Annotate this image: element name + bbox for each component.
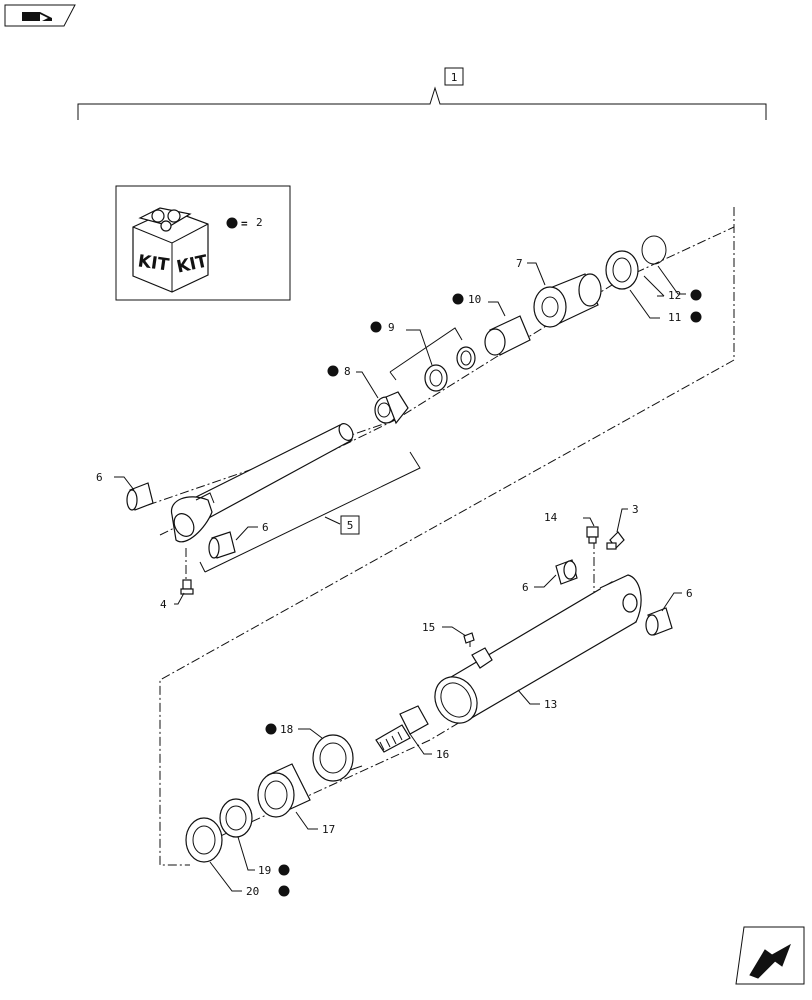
callout-8: 8 [344, 365, 351, 378]
assembly-outline-dash [159, 207, 735, 866]
subassembly-bracket: 5 [199, 451, 421, 573]
callout-9: 9 [388, 321, 395, 334]
callout-17: 17 [322, 823, 335, 836]
kit-legend-box: KIT KIT = 2 [115, 185, 291, 301]
next-page-icon[interactable] [735, 926, 805, 985]
backup-ring-11 [605, 250, 639, 290]
assembly-ref-label: 1 [451, 71, 458, 84]
kit-dot-10 [452, 293, 464, 305]
callout-16: 16 [436, 748, 449, 761]
callout-15: 15 [422, 621, 435, 634]
bolt-16 [375, 705, 429, 753]
ring-18 [312, 734, 363, 782]
kit-word-left: KIT [137, 251, 171, 275]
callout-6-rod-right: 6 [262, 521, 269, 534]
kit-dot-12 [690, 289, 702, 301]
callout-3: 3 [632, 503, 639, 516]
callout-20: 20 [246, 885, 259, 898]
assembly-ref-box: 1 [444, 67, 464, 86]
o-ring-12 [641, 235, 667, 265]
callout-6-barrel-left: 6 [522, 581, 529, 594]
kit-dot-9 [370, 321, 382, 333]
wear-ring-20 [185, 817, 223, 863]
callout-12: 12 [668, 289, 681, 302]
previous-page-icon[interactable] [4, 4, 76, 27]
piston-rod [170, 423, 354, 543]
seal-9b [456, 346, 476, 370]
seal-9-bracket [389, 327, 463, 381]
assembly-bracket [77, 86, 767, 120]
callout-14: 14 [544, 511, 558, 524]
callout-13: 13 [544, 698, 557, 711]
kit-bullet-dot [226, 217, 238, 229]
callout-18: 18 [280, 723, 293, 736]
leader-lines [114, 262, 686, 892]
seal-19 [219, 798, 253, 838]
screw-15 [463, 632, 475, 644]
kit-box-icon: KIT KIT [132, 207, 210, 293]
barrel-bushing-right [645, 607, 673, 636]
piston-17 [257, 763, 311, 818]
barrel-bushing-left [555, 559, 578, 585]
rod-bushing-right [208, 531, 236, 559]
callout-7: 7 [516, 257, 523, 270]
callout-10: 10 [468, 293, 481, 306]
kit-dot-19 [278, 864, 290, 876]
grease-fitting-3 [606, 531, 625, 550]
kit-dot-11 [690, 311, 702, 323]
subassembly-ref-label: 5 [347, 519, 354, 532]
seal-9a [424, 364, 448, 392]
rod-bushing-10 [484, 315, 531, 356]
callout-19: 19 [258, 864, 271, 877]
kit-dot-18 [265, 723, 277, 735]
callout-4: 4 [160, 598, 167, 611]
rod-wiper-8 [374, 391, 409, 425]
rod-bushing-left [126, 482, 154, 511]
cylinder-barrel [434, 574, 642, 724]
gland-7 [533, 273, 602, 328]
plug-14 [586, 526, 599, 544]
callout-6-rod-left: 6 [96, 471, 103, 484]
legend-value: 2 [256, 216, 263, 229]
callout-labels: 6 6 4 8 9 10 7 12 11 14 3 6 6 15 13 18 1… [96, 257, 702, 898]
kit-dot-8 [327, 365, 339, 377]
kit-dot-20 [278, 885, 290, 897]
rod-centerline [147, 419, 396, 506]
callout-6-barrel-right: 6 [686, 587, 693, 600]
grease-fitting-4 [180, 579, 194, 595]
callout-11: 11 [668, 311, 681, 324]
legend-equals: = [241, 217, 248, 230]
